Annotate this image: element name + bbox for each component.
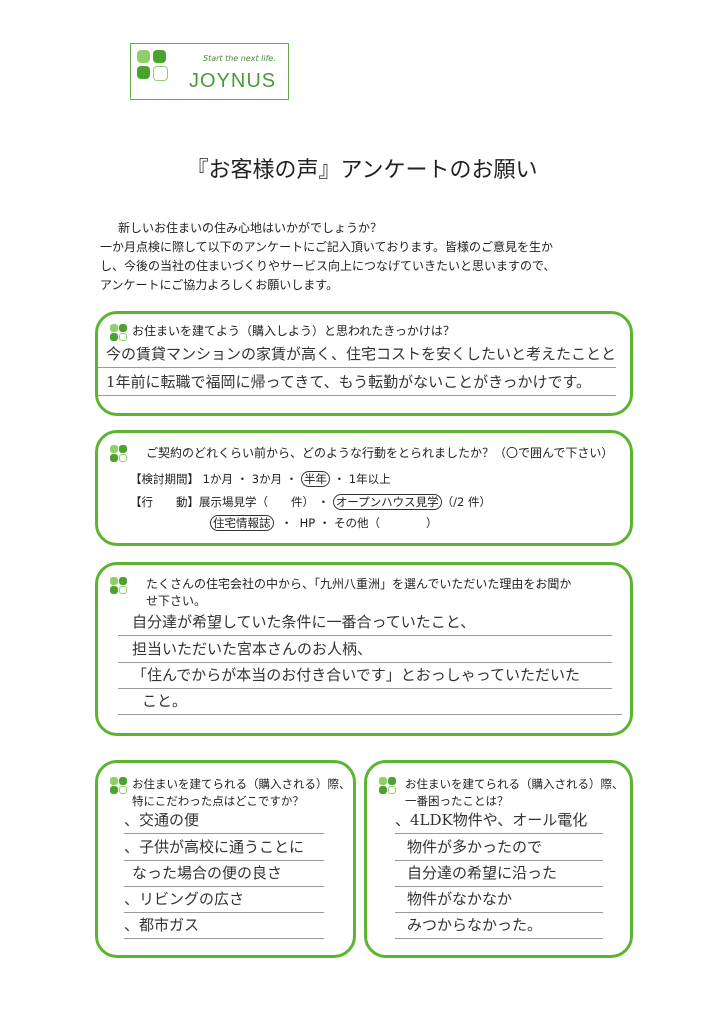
question-box-3: たくさんの住宅会社の中から、「九州八重洲」を選んでいただいた理由をお聞かせ下さい… <box>95 562 633 736</box>
action-row: 【行 動】展示場見学（ 件） ・ オープンハウス見学（/2 件） <box>130 494 491 510</box>
logo-name: JOYNUS <box>189 70 277 92</box>
intro-line: し、今後の当社の住まいづくりやサービス向上につなげていきたいと思いますので、 <box>100 259 556 273</box>
question-box-2: ご契約のどれくらい前から、どのような行動をとられましたか？（〇で囲んで下さい） … <box>95 430 633 546</box>
option-other[interactable]: その他（ ） <box>334 516 438 530</box>
logo-tagline: Start the next life. <box>203 54 276 63</box>
option-openhouse-selected[interactable]: オープンハウス見学 <box>332 494 442 510</box>
answer-line: 担当いただいた宮本さんのお人柄、 <box>118 636 612 663</box>
option-magazine-selected[interactable]: 住宅情報誌 <box>210 515 274 531</box>
answer-line: みつからなかった。 <box>395 912 603 939</box>
answer-line: こと。 <box>118 688 622 715</box>
period-label: 【検討期間】 <box>130 472 199 486</box>
option-3-months[interactable]: 3か月 <box>251 472 283 486</box>
answer-line: 1年前に転職で福岡に帰ってきて、もう転勤がないことがきっかけです。 <box>98 369 616 396</box>
clover-icon <box>110 445 128 463</box>
question-text: たくさんの住宅会社の中から、「九州八重洲」を選んでいただいた理由をお聞かせ下さい… <box>146 577 572 608</box>
answer-line: 、交通の便 <box>124 807 324 834</box>
period-row: 【検討期間】 1か月 ・ 3か月 ・ 半年 ・ 1年以上 <box>130 471 391 487</box>
option-1-month[interactable]: 1か月 <box>202 472 233 486</box>
openhouse-count: （/2 件） <box>441 495 491 509</box>
answer-line: 、リビングの広さ <box>124 886 324 913</box>
question-text: お住まいを建てられる（購入される）際、特にこだわった点はどこですか？ <box>132 777 351 808</box>
option-over-1-year[interactable]: 1年以上 <box>348 472 391 486</box>
intro-line: アンケートにご協力よろしくお願いします。 <box>100 278 339 292</box>
intro-line: 一か月点検に際して以下のアンケートにご記入頂いております。皆様のご意見を生か <box>100 240 554 254</box>
question-box-1: お住まいを建てよう（購入しよう）と思われたきっかけは？ 今の賃貸マンションの家賃… <box>95 311 633 416</box>
answer-line: なった場合の便の良さ <box>124 860 324 887</box>
page-title: 『お客様の声』アンケートのお願い <box>186 158 538 183</box>
clover-icon <box>379 777 397 795</box>
clover-icon <box>110 777 128 795</box>
clover-icon <box>110 324 128 342</box>
question-text: お住まいを建てられる（購入される）際、一番困ったことは？ <box>405 777 624 808</box>
question-box-5: お住まいを建てられる（購入される）際、一番困ったことは？ 、4LDK物件や、オー… <box>364 760 633 958</box>
option-exhibit[interactable]: 展示場見学（ 件） <box>199 495 314 509</box>
intro-line: 新しいお住まいの住み心地はいかがでしょうか？ <box>118 221 383 235</box>
answer-line: 今の賃貸マンションの家賃が高く、住宅コストを安くしたいと考えたことと、 <box>98 341 616 368</box>
option-hp[interactable]: HP <box>299 516 316 530</box>
question-box-4: お住まいを建てられる（購入される）際、特にこだわった点はどこですか？ 、交通の便… <box>95 760 356 958</box>
question-text: お住まいを建てよう（購入しよう）と思われたきっかけは？ <box>132 324 455 338</box>
intro-text: 新しいお住まいの住み心地はいかがでしょうか？ 一か月点検に際して以下のアンケート… <box>100 219 640 295</box>
question-text: ご契約のどれくらい前から、どのような行動をとられましたか？（〇で囲んで下さい） <box>146 446 614 460</box>
action-label: 【行 動】 <box>130 495 199 509</box>
answer-line: 、4LDK物件や、オール電化 <box>395 807 603 834</box>
answer-line: 物件が多かったので <box>395 834 603 861</box>
answer-line: 、子供が高校に通うことに <box>124 834 324 861</box>
joynus-logo: Start the next life. JOYNUS <box>130 43 289 100</box>
option-half-year-selected[interactable]: 半年 <box>300 471 330 487</box>
answer-line: 自分達の希望に沿った <box>395 860 603 887</box>
answer-line: 、都市ガス <box>124 912 324 939</box>
clover-icon <box>110 577 128 595</box>
answer-line: 物件がなかなか <box>395 886 603 913</box>
answer-line: 「住んでからが本当のお付き合いです」とおっしゃっていただいた <box>118 662 612 689</box>
action-row-2: 住宅情報誌 ・ HP ・ その他（ ） <box>210 515 438 531</box>
answer-line: 自分達が希望していた条件に一番合っていたこと、 <box>118 609 612 636</box>
